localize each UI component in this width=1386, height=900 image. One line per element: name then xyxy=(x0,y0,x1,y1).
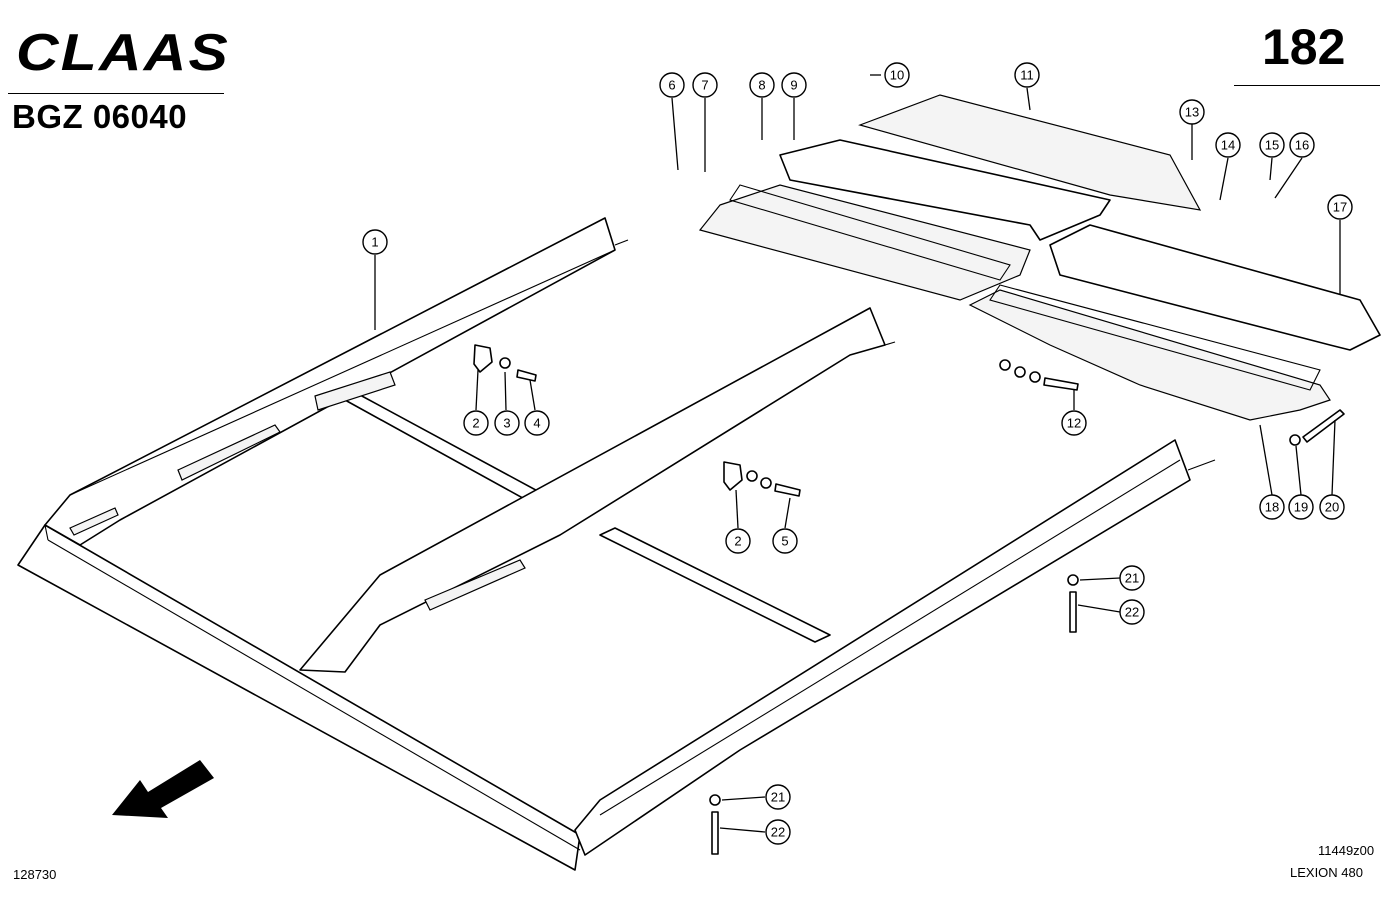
callout-label: 4 xyxy=(533,416,540,431)
callout-22a: 22 xyxy=(1119,599,1145,625)
callout-label: 21 xyxy=(1125,571,1139,586)
callout-2a: 2 xyxy=(463,410,489,436)
svg-text:CLAAS: CLAAS xyxy=(16,26,230,76)
callout-label: 1 xyxy=(371,235,378,250)
callout-label: 22 xyxy=(771,825,785,840)
header-rule-left xyxy=(8,93,224,94)
model-name: LEXION 480 xyxy=(1290,865,1363,880)
callout-label: 6 xyxy=(668,78,675,93)
doc-code: BGZ 06040 xyxy=(12,98,188,135)
callout-label: 15 xyxy=(1265,138,1279,153)
callout-label: 7 xyxy=(701,78,708,93)
callout-17: 17 xyxy=(1327,194,1353,220)
callout-14: 14 xyxy=(1215,132,1241,158)
callout-7: 7 xyxy=(692,72,718,98)
drawing-number: 128730 xyxy=(13,867,57,882)
callout-12: 12 xyxy=(1061,410,1087,436)
callout-15: 15 xyxy=(1259,132,1285,158)
callout-label: 12 xyxy=(1067,416,1081,431)
page-number: 182 xyxy=(1262,19,1346,75)
callout-label: 9 xyxy=(790,78,797,93)
callout-6: 6 xyxy=(659,72,685,98)
callout-label: 19 xyxy=(1294,500,1308,515)
callout-16: 16 xyxy=(1289,132,1315,158)
callout-label: 16 xyxy=(1295,138,1309,153)
claas-logo: CLAAS xyxy=(16,26,230,76)
hardware xyxy=(473,344,1345,855)
callout-label: 22 xyxy=(1125,605,1139,620)
callout-19: 19 xyxy=(1288,494,1314,520)
callout-13: 13 xyxy=(1179,99,1205,125)
callout-label: 20 xyxy=(1325,500,1339,515)
callout-18: 18 xyxy=(1259,494,1285,520)
callout-11: 11 xyxy=(1014,62,1040,88)
callout-label: 8 xyxy=(758,78,765,93)
callout-label: 2 xyxy=(734,534,741,549)
callout-5: 5 xyxy=(772,528,798,554)
callout-10: 10 xyxy=(884,62,910,88)
callout-label: 18 xyxy=(1265,500,1279,515)
callout-4: 4 xyxy=(524,410,550,436)
callout-label: 17 xyxy=(1333,200,1347,215)
callout-3: 3 xyxy=(494,410,520,436)
callout-label: 11 xyxy=(1020,68,1034,83)
callout-label: 21 xyxy=(771,790,785,805)
callout-2b: 2 xyxy=(725,528,751,554)
callout-label: 13 xyxy=(1185,105,1199,120)
callout-21a: 21 xyxy=(1119,565,1145,591)
callout-label: 10 xyxy=(890,68,904,83)
upper-shields xyxy=(698,94,1381,421)
callout-1: 1 xyxy=(362,229,388,255)
direction-arrow-icon xyxy=(112,760,214,818)
figure-reference: 11449z00 xyxy=(1318,843,1375,858)
callout-9: 9 xyxy=(781,72,807,98)
callout-20: 20 xyxy=(1319,494,1345,520)
header-rule-right xyxy=(1234,85,1380,86)
callout-label: 3 xyxy=(503,416,510,431)
callout-21b: 21 xyxy=(765,784,791,810)
callout-22b: 22 xyxy=(765,819,791,845)
main-frame xyxy=(17,217,1216,871)
callout-label: 14 xyxy=(1221,138,1235,153)
callout-label: 2 xyxy=(472,416,479,431)
callout-label: 5 xyxy=(781,534,788,549)
callout-8: 8 xyxy=(749,72,775,98)
leader-lines xyxy=(374,74,1341,833)
